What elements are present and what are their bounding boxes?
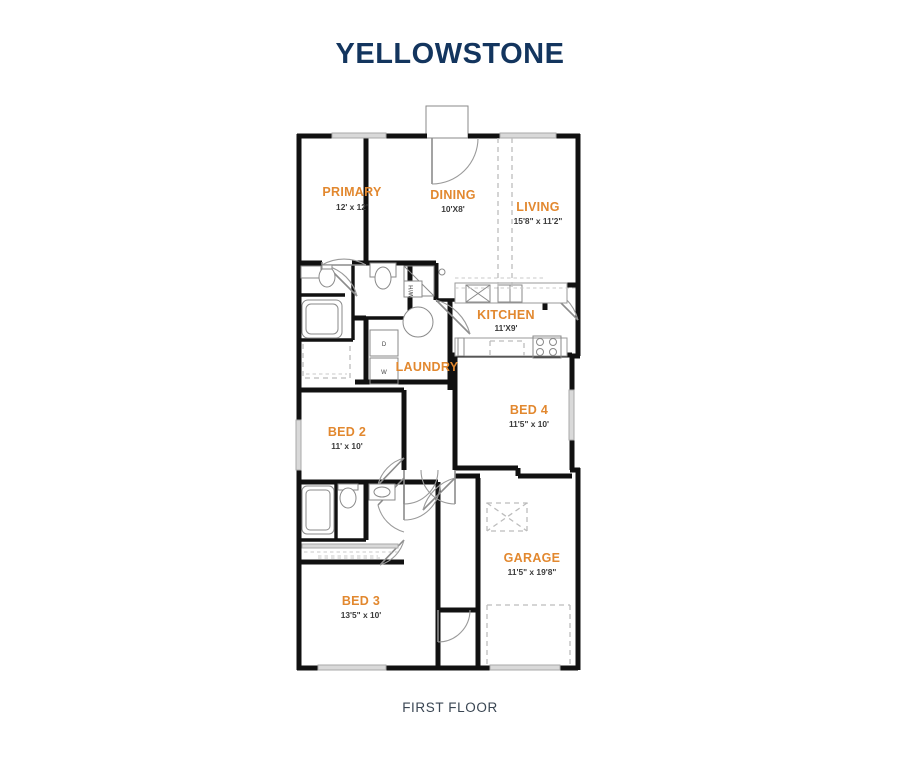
door-laundry <box>435 299 471 335</box>
room-label-kitchen: KITCHEN 11'X9' <box>477 308 535 333</box>
svg-text:PRIMARY: PRIMARY <box>322 185 382 199</box>
primary-bath-fixtures <box>300 262 434 379</box>
toilet-primary <box>318 266 336 288</box>
range <box>532 335 562 359</box>
door-bed3 <box>437 609 471 643</box>
svg-text:DINING: DINING <box>430 188 476 202</box>
kitchen-counter-upper <box>454 282 568 304</box>
door-front-entry <box>431 137 479 185</box>
living-soffit-lines <box>455 138 578 289</box>
washer-label: W <box>381 370 387 376</box>
window-living-front <box>499 132 557 139</box>
bath2-fixtures <box>301 483 399 557</box>
water-heater-label: W/H <box>409 285 415 297</box>
svg-text:11' x 10': 11' x 10' <box>331 441 362 451</box>
window-bed3-back <box>317 664 387 671</box>
garage-water-heater <box>486 502 528 532</box>
window-garage-back <box>489 664 561 671</box>
windows <box>295 132 575 671</box>
door-bed2-hall <box>377 457 405 486</box>
room-label-bed2: BED 2 11' x 10' <box>328 425 366 451</box>
room-label-bed4: BED 4 11'5" x 10' <box>509 403 549 429</box>
vanity-primary <box>300 265 322 279</box>
window-bed2-left <box>295 419 302 471</box>
washer: W <box>369 357 399 385</box>
room-label-living: LIVING 15'8" x 11'2" <box>514 200 563 226</box>
svg-text:15'8" x 11'2": 15'8" x 11'2" <box>514 216 563 226</box>
svg-text:LIVING: LIVING <box>516 200 559 214</box>
svg-text:11'X9': 11'X9' <box>494 323 517 333</box>
svg-text:BED 3: BED 3 <box>342 594 380 608</box>
svg-text:LAUNDRY: LAUNDRY <box>396 360 459 374</box>
window-primary-front <box>331 132 387 139</box>
svg-text:BED 4: BED 4 <box>510 403 548 417</box>
svg-text:10'X8': 10'X8' <box>441 204 465 214</box>
room-label-primary: PRIMARY 12' x 12' <box>322 185 382 212</box>
kitchen-sink <box>465 284 491 303</box>
dryer: D <box>369 329 399 357</box>
round-fixture <box>402 306 434 338</box>
window-bed4-right <box>568 389 575 441</box>
floor-caption: FIRST FLOOR <box>402 700 498 715</box>
svg-text:BED 2: BED 2 <box>328 425 366 439</box>
water-heater-closet: W/H <box>403 265 446 298</box>
front-entry-porch <box>425 105 469 139</box>
door-garage-entry <box>422 477 456 511</box>
toilet-bath2 <box>339 487 357 509</box>
room-label-garage: GARAGE 11'5" x 19'8" <box>504 551 561 577</box>
kitchen-fixtures <box>454 277 568 359</box>
svg-text:KITCHEN: KITCHEN <box>477 308 535 322</box>
tub-primary <box>301 299 343 339</box>
tub-bath2 <box>301 485 335 535</box>
room-label-dining: DINING 10'X8' <box>430 188 476 214</box>
garage-fixtures <box>486 502 571 668</box>
room-label-bed3: BED 3 13'5" x 10' <box>341 594 382 620</box>
room-label-laundry: LAUNDRY <box>396 360 459 374</box>
kitchen-counter-lower <box>454 337 568 357</box>
page-title: YELLOWSTONE <box>335 38 565 70</box>
svg-text:12' x 12': 12' x 12' <box>336 202 368 212</box>
dryer-label: D <box>382 342 387 348</box>
room-labels: PRIMARY 12' x 12' DINING 10'X8' LIVING 1… <box>322 185 562 620</box>
svg-text:13'5" x 10': 13'5" x 10' <box>341 610 382 620</box>
svg-text:11'5" x 19'8": 11'5" x 19'8" <box>508 567 557 577</box>
door-bath2 <box>403 483 441 521</box>
laundry-fixtures: D W W/H <box>369 265 446 385</box>
svg-text:GARAGE: GARAGE <box>504 551 561 565</box>
svg-text:11'5" x 10': 11'5" x 10' <box>509 419 549 429</box>
